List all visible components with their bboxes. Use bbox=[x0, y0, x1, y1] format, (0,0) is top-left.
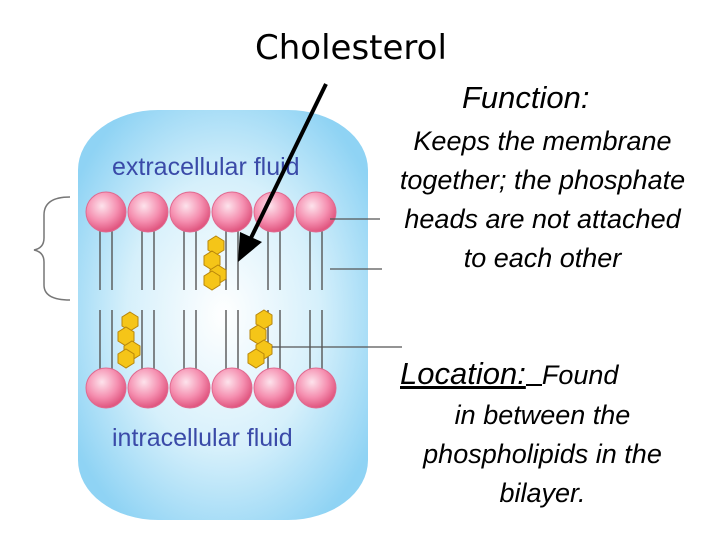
location-line: Location: Found bbox=[400, 356, 618, 392]
location-heading: Location: bbox=[400, 356, 526, 391]
location-text: in between the phospholipids in the bila… bbox=[423, 400, 662, 508]
function-heading: Function: bbox=[462, 80, 590, 115]
location-first-word: Found bbox=[541, 360, 619, 390]
phosphate-heads-top bbox=[85, 191, 337, 233]
cholesterol-molecule-left bbox=[117, 311, 141, 369]
function-text: Keeps the membrane together; the phospha… bbox=[399, 126, 686, 273]
phosphate-heads-bottom bbox=[85, 367, 337, 409]
location-underline-gap bbox=[525, 356, 542, 386]
intracellular-fluid-label: intracellular fluid bbox=[112, 424, 293, 452]
cholesterol-molecule-right bbox=[247, 309, 273, 369]
extracellular-fluid-label: extracellular fluid bbox=[112, 153, 300, 181]
cholesterol-molecule-upper bbox=[203, 235, 227, 291]
page-title: Cholesterol bbox=[255, 28, 447, 68]
cholesterol-arrow bbox=[238, 83, 328, 262]
pointer-lines bbox=[272, 218, 402, 348]
bilayer-bracket bbox=[33, 196, 71, 301]
